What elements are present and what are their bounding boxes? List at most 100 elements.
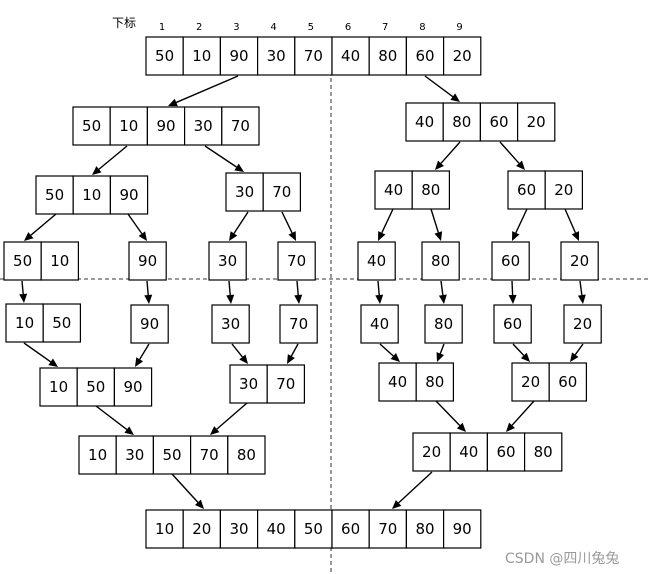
array-u7: 60 <box>493 304 532 344</box>
array-cell <box>257 509 296 549</box>
cell-value: 30 <box>239 375 258 393</box>
cell-value: 10 <box>155 520 174 538</box>
array-d5: 40 <box>357 241 396 281</box>
array-cell <box>421 241 460 281</box>
array-cell <box>405 509 445 549</box>
array-cell <box>225 172 264 212</box>
arrowhead <box>194 499 204 509</box>
array-cell <box>405 102 444 142</box>
array-cell <box>360 304 399 344</box>
index-number: 5 <box>308 22 314 33</box>
cell-value: 10 <box>119 117 138 135</box>
arrow <box>19 280 28 303</box>
cell-value: 30 <box>229 520 248 538</box>
arrowhead <box>288 231 296 241</box>
array-d7: 60 <box>491 241 530 281</box>
cell-value: 70 <box>200 446 219 464</box>
cell-value: 20 <box>422 443 441 461</box>
array-u2: 90 <box>130 304 169 344</box>
cell-value: 30 <box>221 315 240 333</box>
arrowhead <box>506 422 516 432</box>
cell-value: 40 <box>370 315 389 333</box>
cell-value: 40 <box>384 181 403 199</box>
array-cell <box>374 170 413 210</box>
cell-value: 50 <box>162 446 181 464</box>
array-RL: 40 80 <box>374 170 451 210</box>
cell-value: 80 <box>378 47 397 65</box>
cell-value: 70 <box>287 252 306 270</box>
array-cell <box>357 241 396 281</box>
arrow <box>23 342 58 367</box>
cell-value: 70 <box>272 183 291 201</box>
arrow <box>512 208 528 241</box>
cell-value: 50 <box>82 117 101 135</box>
cell-value: 10 <box>88 446 107 464</box>
cell-value: 10 <box>82 186 101 204</box>
array-cell <box>40 241 80 281</box>
index-number: 9 <box>456 22 462 33</box>
arrow <box>378 208 394 241</box>
cell-value: 70 <box>378 520 397 538</box>
cell-value: 50 <box>13 252 32 270</box>
cell-value: 60 <box>517 181 536 199</box>
cell-value: 30 <box>194 117 213 135</box>
cell-value: 60 <box>558 373 577 391</box>
arrowhead <box>378 231 386 241</box>
array-u5: 40 <box>360 304 399 344</box>
arrow <box>210 402 248 435</box>
cell-value: 50 <box>304 520 323 538</box>
arrowhead <box>19 293 28 303</box>
cell-value: 30 <box>235 183 254 201</box>
array-cell <box>493 304 532 344</box>
arrowhead <box>456 422 466 432</box>
array-cell <box>221 106 260 146</box>
arrowhead <box>570 352 579 362</box>
arrow <box>438 280 447 304</box>
array-cell <box>266 364 306 404</box>
index-number: 4 <box>270 22 276 33</box>
cell-value: 20 <box>570 252 589 270</box>
arrow <box>430 208 443 241</box>
arrowhead <box>571 231 580 241</box>
array-cell <box>544 170 584 210</box>
cell-value: 80 <box>421 181 440 199</box>
arrow <box>135 343 150 367</box>
arrowhead <box>516 160 525 170</box>
array-cell <box>560 241 599 281</box>
cell-value: 80 <box>425 373 444 391</box>
array-u3: 30 <box>211 304 250 344</box>
array-d4: 70 <box>277 241 316 281</box>
cell-value: 70 <box>231 117 250 135</box>
cell-value: 80 <box>431 252 450 270</box>
cell-value: 20 <box>453 47 472 65</box>
arrow <box>294 280 303 304</box>
arrow <box>508 280 517 304</box>
cell-value: 50 <box>52 314 71 332</box>
cell-value: 80 <box>534 443 553 461</box>
array-cell <box>294 36 333 76</box>
cell-value: 10 <box>192 47 211 65</box>
arrowhead <box>229 231 238 241</box>
array-cell <box>42 303 82 343</box>
arrowhead <box>124 426 134 435</box>
arrow <box>24 213 57 241</box>
cell-value: 90 <box>119 186 138 204</box>
array-cell <box>184 106 223 146</box>
cell-value: 90 <box>123 378 142 396</box>
arrowhead <box>435 160 444 170</box>
array-cell <box>5 303 44 343</box>
arrow <box>499 141 525 170</box>
array-cell <box>368 36 408 76</box>
arrow <box>435 141 461 170</box>
